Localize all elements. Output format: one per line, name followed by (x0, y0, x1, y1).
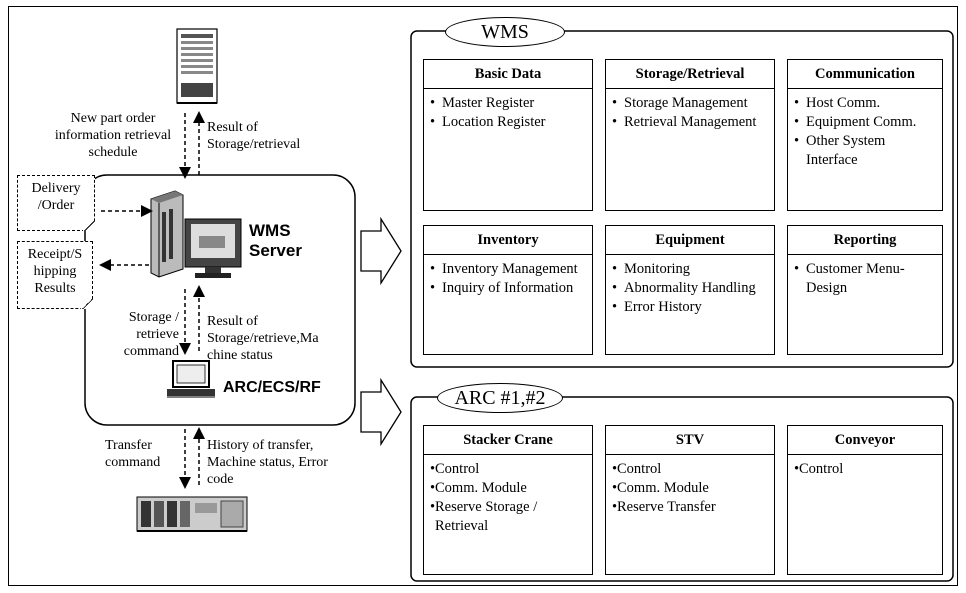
wms-title: WMS (445, 17, 565, 47)
module-title: Stacker Crane (424, 426, 592, 455)
arc-title: ARC #1,#2 (437, 383, 563, 413)
module-inventory: Inventory Inventory Management Inquiry o… (423, 225, 593, 355)
wms-server-icon (150, 190, 242, 278)
module-basic-data: Basic Data Master Register Location Regi… (423, 59, 593, 211)
module-item: Reserve Storage / Retrieval (430, 498, 586, 536)
module-storage-retrieval: Storage/Retrieval Storage Management Ret… (605, 59, 775, 211)
storage-retrieve-command-label: Storage / retrieve command (123, 310, 179, 359)
module-item: Inventory Management (430, 260, 586, 279)
diagram-frame: New part order information retrieval sch… (8, 6, 958, 586)
receipt-shipping-document: Receipt/S hipping Results (17, 241, 93, 309)
delivery-order-document: Delivery /Order (17, 175, 95, 231)
module-title: Conveyor (788, 426, 942, 455)
module-item: Storage Management (612, 94, 768, 113)
new-part-order-label: New part order information retrieval sch… (54, 111, 172, 160)
module-reporting: Reporting Customer Menu-Design (787, 225, 943, 355)
module-item: Monitoring (612, 260, 768, 279)
arrow-to-wms (360, 216, 402, 286)
transfer-command-label: Transfer command (105, 438, 161, 470)
receipt-shipping-label: Receipt/S hipping Results (27, 247, 83, 296)
module-item: Inquiry of Information (430, 279, 586, 298)
module-item: Equipment Comm. (794, 113, 936, 132)
module-item: Host Comm. (794, 94, 936, 113)
module-conveyor: Conveyor Control (787, 425, 943, 575)
module-title: Reporting (788, 226, 942, 255)
arc-terminal-icon (167, 360, 215, 398)
module-item: Error History (612, 298, 768, 317)
module-title: Inventory (424, 226, 592, 255)
module-item: Reserve Transfer (612, 498, 768, 517)
module-item: Retrieval Management (612, 113, 768, 132)
module-title: Communication (788, 60, 942, 89)
module-title: Basic Data (424, 60, 592, 89)
result-machine-status-label: Result of Storage/retrieve,Ma chine stat… (207, 314, 319, 363)
host-server-icon (176, 28, 218, 104)
module-stv: STV Control Comm. Module Reserve Transfe… (605, 425, 775, 575)
history-label: History of transfer, Machine status, Err… (207, 438, 328, 487)
module-title: Storage/Retrieval (606, 60, 774, 89)
plc-controller-icon (136, 496, 248, 532)
delivery-order-label: Delivery /Order (31, 181, 81, 213)
wms-panel (410, 30, 954, 368)
arc-ecs-rf-label: ARC/ECS/RF (223, 379, 321, 396)
result-storage-retrieval-label: Result of Storage/retrieval (207, 120, 301, 152)
module-item: Control (794, 460, 936, 479)
module-item: Customer Menu-Design (794, 260, 936, 298)
module-title: Equipment (606, 226, 774, 255)
wms-server-label: WMS Server (249, 221, 302, 260)
module-item: Other System Interface (794, 132, 936, 170)
module-item: Master Register (430, 94, 586, 113)
module-item: Location Register (430, 113, 586, 132)
module-item: Comm. Module (612, 479, 768, 498)
module-item: Control (612, 460, 768, 479)
module-stacker-crane: Stacker Crane Control Comm. Module Reser… (423, 425, 593, 575)
module-communication: Communication Host Comm. Equipment Comm.… (787, 59, 943, 211)
module-item: Abnormality Handling (612, 279, 768, 298)
module-item: Control (430, 460, 586, 479)
module-equipment: Equipment Monitoring Abnormality Handlin… (605, 225, 775, 355)
module-title: STV (606, 426, 774, 455)
module-item: Comm. Module (430, 479, 586, 498)
arc-panel (410, 396, 954, 582)
arrow-to-arc (360, 377, 402, 447)
